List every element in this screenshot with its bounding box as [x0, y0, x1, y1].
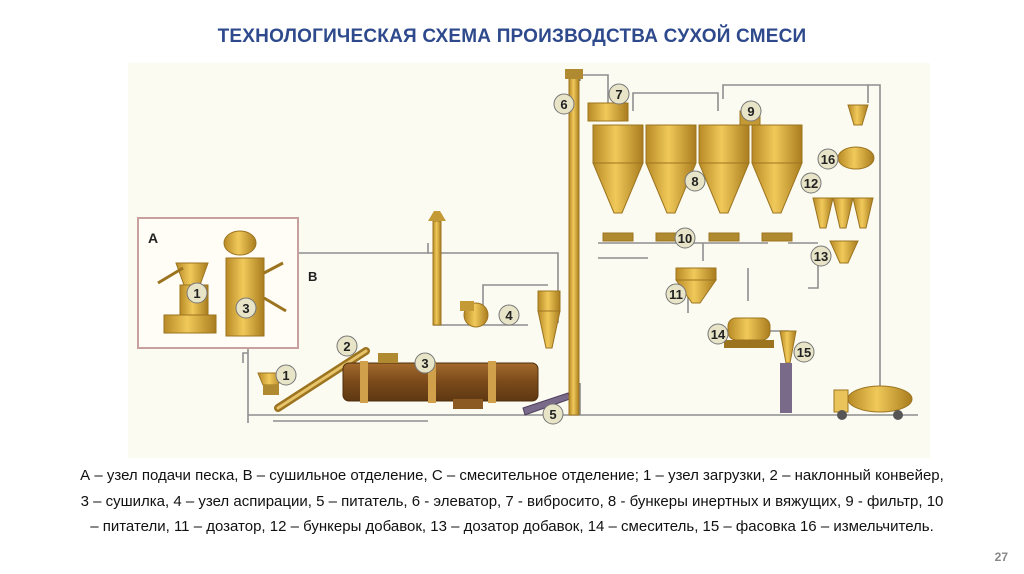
- elevator: [565, 69, 583, 416]
- number-badges: 1 3 1 2 3 4 5 6 7 8 9 10 11 12 13 14 15 …: [186, 83, 839, 425]
- svg-text:6: 6: [560, 97, 567, 112]
- svg-text:5: 5: [549, 407, 556, 422]
- badge-3: 3: [414, 352, 436, 374]
- badge-13: 13: [810, 245, 832, 267]
- badge-15: 15: [793, 341, 815, 363]
- svg-text:4: 4: [505, 308, 513, 323]
- cement-truck: [833, 385, 913, 420]
- packing-unit: [779, 330, 797, 413]
- doser: [675, 267, 717, 304]
- diagram-canvas: A B: [137, 69, 918, 425]
- svg-text:9: 9: [747, 104, 754, 119]
- diagram-caption: А – узел подачи песка, В – сушильное отд…: [80, 467, 944, 535]
- svg-text:12: 12: [804, 176, 818, 191]
- svg-text:8: 8: [691, 174, 698, 189]
- section-label-b: B: [308, 269, 317, 284]
- grinder: [837, 104, 875, 170]
- badge-11: 11: [665, 283, 687, 305]
- slide-title: ТЕХНОЛОГИЧЕСКАЯ СХЕМА ПРОИЗВОДСТВА СУХОЙ…: [217, 26, 807, 47]
- svg-text:15: 15: [797, 345, 811, 360]
- mixer: [724, 317, 774, 348]
- badge-16: 16: [817, 148, 839, 170]
- svg-text:13: 13: [814, 249, 828, 264]
- svg-text:11: 11: [669, 287, 683, 302]
- bunkers-additives: [812, 197, 874, 229]
- badge-7: 7: [608, 83, 630, 105]
- badge-10: 10: [674, 227, 696, 249]
- badge-5: 5: [542, 403, 564, 425]
- badge-8: 8: [684, 170, 706, 192]
- svg-text:7: 7: [615, 87, 622, 102]
- rotary-dryer: [342, 353, 539, 409]
- page-number: 27: [994, 550, 1008, 564]
- section-label-a: A: [148, 230, 158, 246]
- badge-a3: 3: [235, 297, 257, 319]
- aspiration-fan: [460, 301, 489, 328]
- svg-text:16: 16: [821, 152, 835, 167]
- badge-6: 6: [553, 93, 575, 115]
- additive-doser: [829, 240, 859, 264]
- bunkers-inert: [592, 124, 803, 214]
- svg-text:3: 3: [421, 356, 428, 371]
- badge-2: 2: [336, 335, 358, 357]
- chimney: [428, 211, 446, 326]
- svg-text:1: 1: [193, 286, 200, 301]
- cyclone: [537, 290, 561, 349]
- svg-text:10: 10: [678, 231, 692, 246]
- badge-a1: 1: [186, 282, 208, 304]
- feeders: [602, 232, 793, 242]
- svg-text:3: 3: [242, 301, 249, 316]
- svg-text:1: 1: [282, 368, 289, 383]
- svg-text:2: 2: [343, 339, 350, 354]
- badge-1: 1: [275, 364, 297, 386]
- badge-12: 12: [800, 172, 822, 194]
- badge-9: 9: [740, 100, 762, 122]
- svg-text:14: 14: [711, 327, 726, 342]
- badge-14: 14: [707, 323, 729, 345]
- process-diagram: A B: [128, 63, 930, 458]
- vibrating-sieve: [587, 102, 629, 122]
- badge-4: 4: [498, 304, 520, 326]
- section-a-box: A: [137, 217, 299, 349]
